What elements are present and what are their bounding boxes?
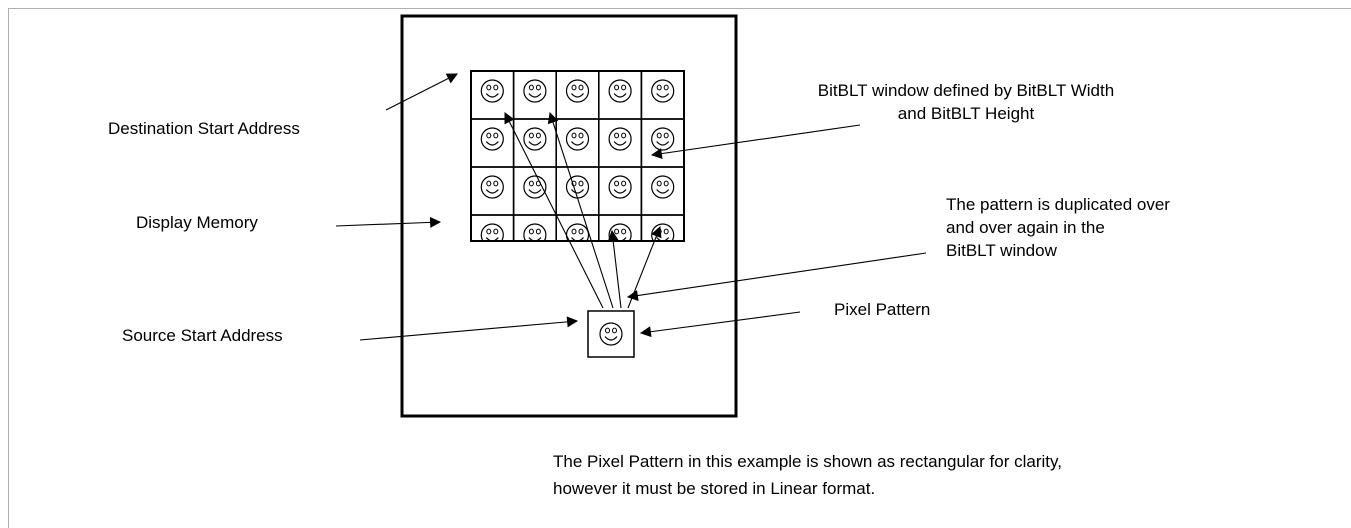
pattern-duplicated-line1: The pattern is duplicated over	[946, 195, 1170, 214]
bitblt-window-arrow	[650, 124, 861, 160]
format-note: The Pixel Pattern in this example is sho…	[553, 448, 1062, 502]
pixel-pattern-arrow	[639, 311, 801, 338]
source-start-address-label: Source Start Address	[122, 326, 283, 345]
bitblt-window-label-line2: and BitBLT Height	[897, 104, 1035, 123]
smiley-face-icon	[565, 79, 590, 103]
grid-cell	[470, 166, 515, 216]
pattern-duplicated-line3: BitBLT window	[946, 241, 1057, 260]
smiley-face-icon	[480, 79, 504, 103]
grid-cell	[640, 214, 685, 241]
display-memory-label: Display Memory	[136, 213, 258, 232]
smiley-face-icon	[651, 127, 675, 151]
smiley-face-icon	[565, 175, 590, 199]
pixel-pattern-box	[587, 310, 635, 358]
grid-cell	[598, 214, 643, 241]
display-memory-arrow	[335, 216, 442, 228]
smiley-face-icon	[651, 79, 675, 103]
smiley-face-icon	[565, 127, 590, 151]
grid-cell	[470, 70, 515, 120]
grid-cell	[512, 166, 557, 216]
pixel-pattern-label: Pixel Pattern	[834, 300, 931, 319]
grid-cell	[470, 118, 515, 168]
display-memory-box	[400, 14, 738, 418]
grid-cell	[555, 166, 600, 216]
pattern-duplicated-line2: and over again in the	[946, 218, 1105, 237]
grid-cell	[470, 214, 515, 241]
destination-arrow	[385, 73, 458, 111]
grid-cell	[555, 118, 600, 168]
smiley-face-icon	[523, 79, 547, 103]
grid-cell	[598, 166, 643, 216]
grid-cell	[640, 118, 685, 168]
source-arrow	[359, 316, 579, 341]
smiley-face-icon	[480, 175, 504, 199]
bitblt-window-label-line1: BitBLT window defined by BitBLT Width	[817, 81, 1115, 100]
bitblt-window-label: BitBLT window defined by BitBLT Width an…	[786, 79, 1146, 125]
destination-start-address-label: Destination Start Address	[108, 119, 300, 138]
smiley-face-icon	[523, 223, 547, 241]
grid-cell	[512, 70, 557, 120]
smiley-face-icon	[608, 79, 632, 103]
grid-cell	[598, 70, 643, 120]
grid-cell	[640, 70, 685, 120]
format-note-line1: The Pixel Pattern in this example is sho…	[553, 452, 1062, 471]
smiley-face-icon	[651, 223, 675, 241]
grid-cell	[512, 214, 557, 241]
smiley-face-icon	[480, 223, 504, 241]
smiley-face-icon	[480, 127, 504, 151]
format-note-line2: however it must be stored in Linear form…	[553, 479, 876, 498]
smiley-face-icon	[608, 175, 632, 199]
figure-frame	[8, 8, 1351, 528]
smiley-face-icon	[651, 175, 675, 199]
duplicated-arrow	[626, 252, 927, 301]
pattern-duplicated-label: The pattern is duplicated over and over …	[946, 193, 1170, 262]
grid-cell	[555, 214, 600, 241]
grid-cell	[640, 166, 685, 216]
smiley-face-icon	[608, 127, 632, 151]
smiley-face-icon	[523, 127, 547, 151]
grid-cell	[555, 70, 600, 120]
grid-cell	[598, 118, 643, 168]
bitblt-window-grid	[470, 70, 685, 242]
